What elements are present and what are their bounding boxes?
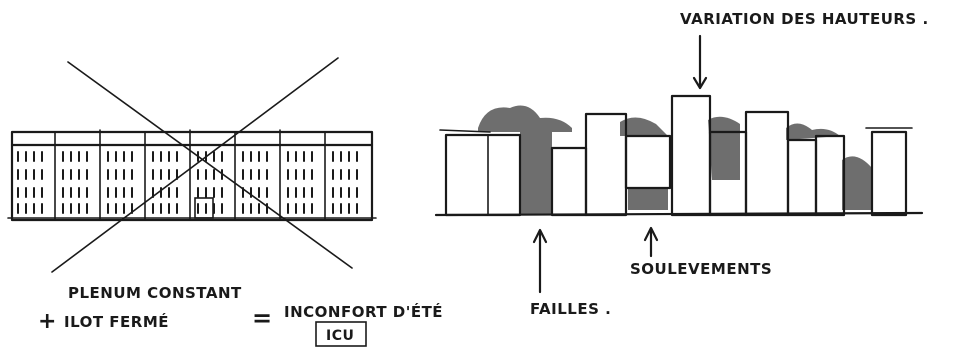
facade-windows [17,151,358,214]
soulevements-arrow [643,226,659,258]
ilot-label: ILOT FERMÉ [64,312,169,331]
facade-divisions [54,129,326,221]
icu-label: ICU [326,328,354,344]
soulevements-label: SOULEVEMENTS [630,260,772,278]
plus-sign: + [38,309,57,334]
tree-canopy [620,117,668,136]
doorway [194,197,214,219]
tree-canopy [842,156,872,210]
variation-label: VARIATION DES HAUTEURS . [680,10,929,28]
lifted-void-hatch [628,188,668,210]
variation-arrow [692,34,708,90]
varied-heights-elevation [434,94,924,217]
failles-arrow [532,228,548,294]
closed-block-elevation [7,129,377,222]
gap-failles-hatch [520,132,552,215]
tree-canopy [708,116,740,180]
plenum-label: PLENUM CONSTANT [68,284,242,302]
icu-box [315,321,367,347]
tree-canopy [786,123,840,140]
inconfort-label: INCONFORT D'ÉTÉ [284,302,443,321]
failles-label: FAILLES . [530,300,611,318]
tree-canopy [478,105,572,132]
equals-sign: = [252,304,273,332]
cross-out-mark [51,57,353,273]
